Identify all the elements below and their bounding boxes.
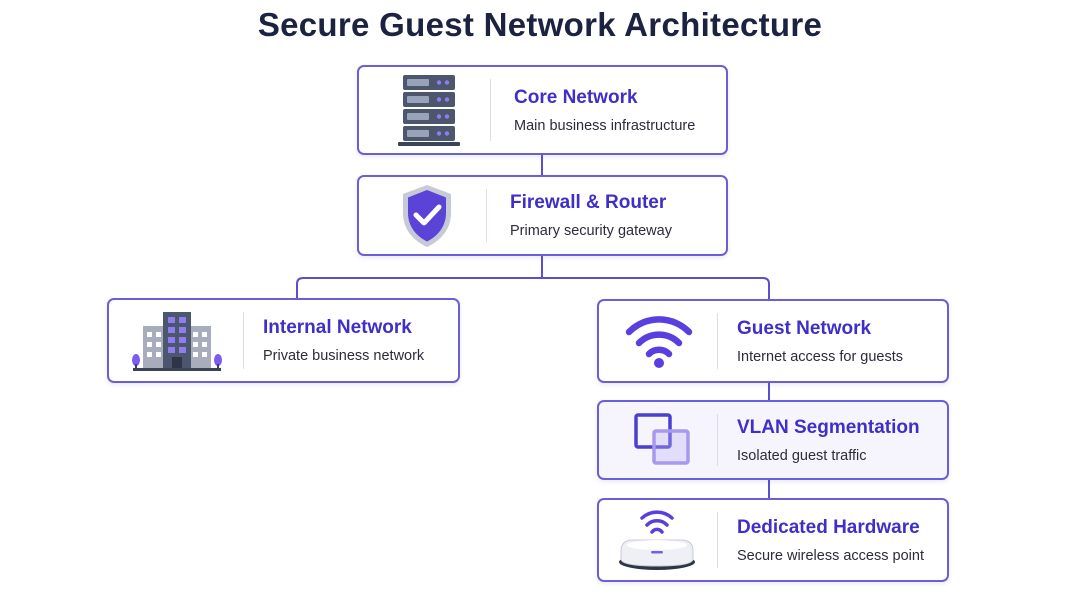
node-description: Main business infrastructure (514, 117, 696, 134)
node-divider (717, 512, 718, 568)
diagram-title: Secure Guest Network Architecture (257, 6, 823, 43)
node-text: VLAN Segmentation Isolated guest traffic (737, 402, 920, 478)
node-label: VLAN Segmentation (737, 416, 920, 438)
node-description: Primary security gateway (510, 223, 672, 239)
node-divider (243, 312, 244, 369)
node-text: Internal Network Private business networ… (263, 300, 424, 381)
node-label: Dedicated Hardware (737, 516, 920, 538)
node-text: Firewall & Router Primary security gatew… (510, 177, 672, 254)
node-dedicated-hardware: Dedicated Hardware Secure wireless acces… (597, 498, 949, 582)
server-rack-icon (389, 67, 469, 153)
node-description: Isolated guest traffic (737, 447, 867, 464)
node-internal-network: Internal Network Private business networ… (107, 298, 460, 383)
node-vlan-segmentation: VLAN Segmentation Isolated guest traffic (597, 400, 949, 480)
node-description: Private business network (263, 348, 425, 364)
overlapping-squares-icon (621, 402, 701, 478)
shield-check-icon (389, 177, 464, 254)
node-guest-network: Guest Network Internet access for guests (597, 299, 949, 383)
node-text: Core Network Main business infrastructur… (514, 67, 695, 153)
node-text: Dedicated Hardware Secure wireless acces… (737, 500, 924, 580)
access-point-icon (611, 500, 703, 580)
node-firewall-router: Firewall & Router Primary security gatew… (357, 175, 728, 256)
node-divider (486, 189, 487, 242)
node-label: Guest Network (737, 317, 872, 339)
node-description: Internet access for guests (737, 348, 904, 365)
node-label: Internal Network (263, 317, 412, 338)
node-divider (490, 79, 491, 141)
connector-branch (296, 277, 770, 300)
node-divider (717, 414, 718, 466)
node-description: Secure wireless access point (737, 547, 924, 564)
wifi-icon (617, 301, 701, 381)
node-text: Guest Network Internet access for guests (737, 301, 903, 381)
node-core-network: Core Network Main business infrastructur… (357, 65, 728, 155)
node-label: Core Network (514, 86, 638, 108)
node-divider (717, 313, 718, 369)
node-label: Firewall & Router (510, 192, 667, 213)
office-building-icon (127, 300, 227, 381)
